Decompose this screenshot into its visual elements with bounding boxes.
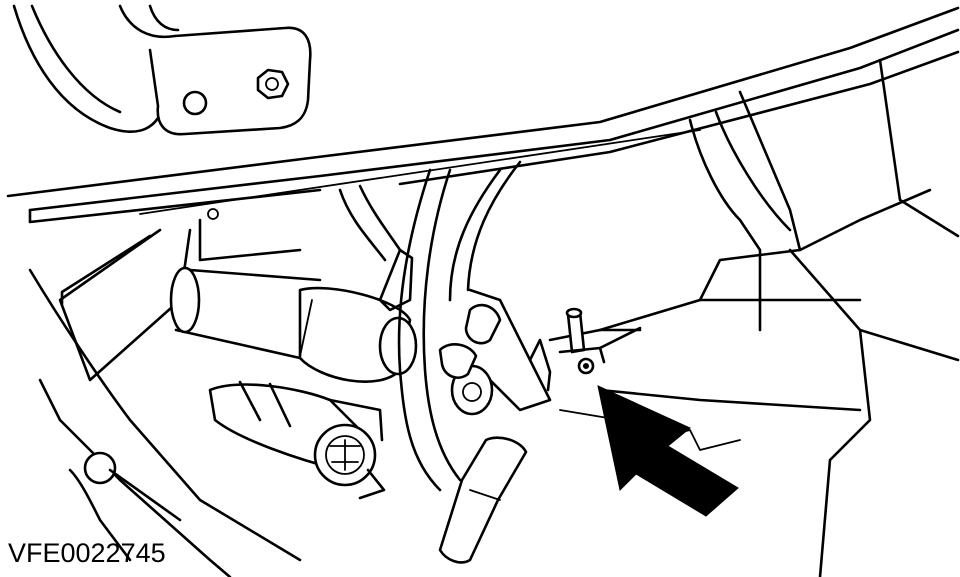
wiring-harness: [338, 160, 522, 492]
upper-housing: [12, 4, 312, 136]
lower-hose: [438, 436, 528, 564]
arrow-icon: [597, 385, 739, 517]
connector-assembly: [208, 380, 386, 500]
lower-trim: [28, 268, 302, 577]
figure-code: VFE0022745: [8, 538, 166, 568]
retaining-clip: [558, 307, 642, 375]
bolt-icon: [256, 68, 290, 100]
hole-icon: [182, 90, 208, 116]
cross-member: [6, 6, 960, 224]
cylinder-motor: [169, 266, 418, 383]
socket-bracket: [438, 288, 642, 421]
